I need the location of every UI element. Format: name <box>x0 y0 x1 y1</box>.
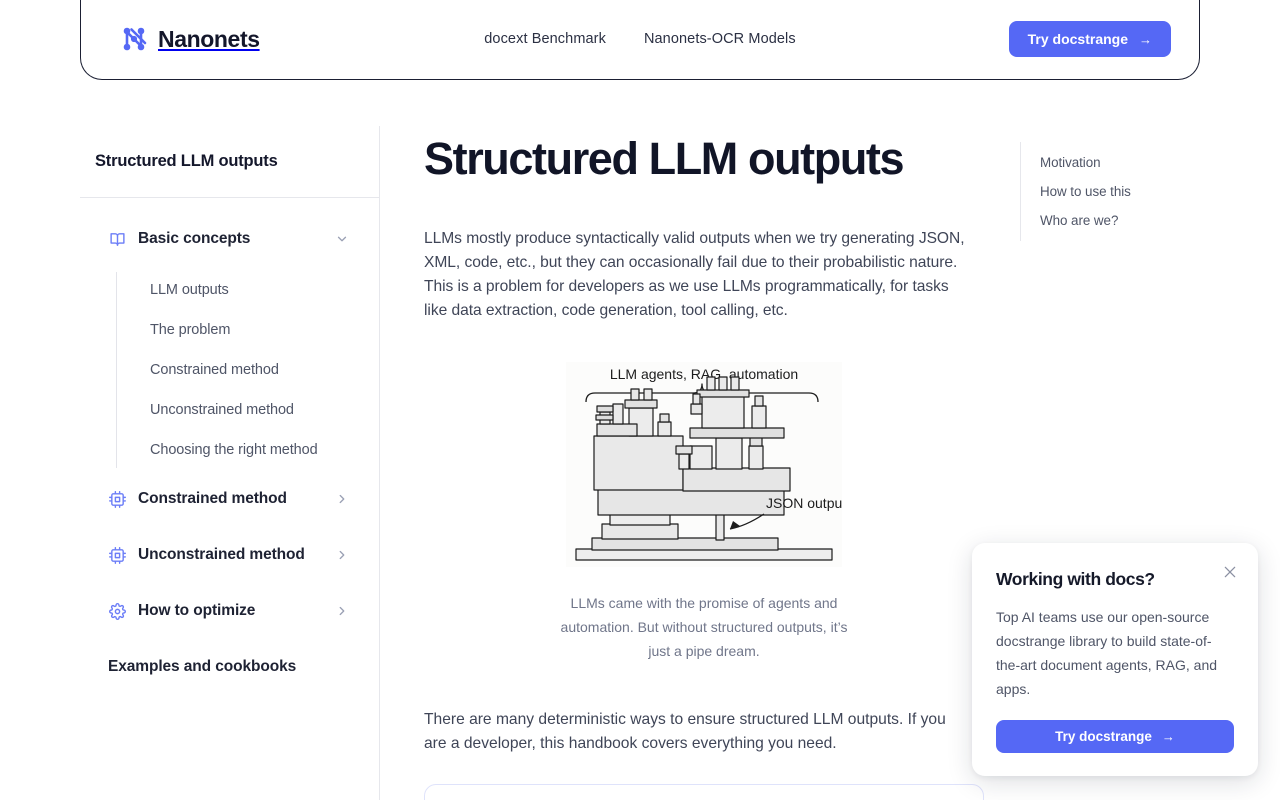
sidebar-item-examples-and-cookbooks[interactable]: Examples and cookbooks <box>108 658 297 675</box>
try-docstrange-button-label: Try docstrange <box>1027 31 1128 47</box>
chevron-right-icon[interactable] <box>335 548 349 562</box>
sidebar: Structured LLM outputs Basic concepts LL… <box>80 126 380 800</box>
popup-title: Working with docs? <box>996 569 1155 589</box>
nav-link-nanonets-ocr-models[interactable]: Nanonets-OCR Models <box>643 31 796 47</box>
info-card <box>424 783 984 800</box>
sidebar-group-basic-concepts[interactable]: Basic concepts <box>80 220 379 258</box>
toc-item-motivation[interactable]: Motivation <box>1040 155 1101 170</box>
page-title: Structured LLM outputs <box>424 133 905 184</box>
sidebar-group-label: Constrained method <box>138 490 287 507</box>
body-paragraph-2: There are many deterministic ways to ens… <box>424 710 946 752</box>
close-icon[interactable] <box>1220 562 1240 582</box>
intro-paragraph: LLMs mostly produce syntactically valid … <box>424 229 965 319</box>
sidebar-sublist-basic-concepts: LLM outputs The problem Constrained meth… <box>80 270 379 470</box>
main-content: Structured LLM outputs LLMs mostly produ… <box>380 126 1020 800</box>
arrow-right-icon: → <box>1139 31 1152 47</box>
llm-agents-stack-illustration: LLM agents, RAG, automation <box>566 361 842 567</box>
popup-try-docstrange-button[interactable]: Try docstrange → <box>996 720 1234 753</box>
svg-text:LLM agents, RAG, automation: LLM agents, RAG, automation <box>610 366 798 382</box>
nanonets-node-n-logo-icon <box>123 27 147 51</box>
sidebar-group-how-to-optimize[interactable]: How to optimize <box>80 592 379 630</box>
sidebar-group-constrained-method[interactable]: Constrained method <box>80 480 379 518</box>
chevron-right-icon[interactable] <box>335 604 349 618</box>
open-book-icon <box>108 230 126 248</box>
site-header: Nanonets docext Benchmark Nanonets-OCR M… <box>80 0 1200 80</box>
table-of-contents: Motivation How to use this Who are we? <box>1020 142 1220 241</box>
working-with-docs-popup: Working with docs? Top AI teams use our … <box>972 543 1258 776</box>
svg-text:JSON output: JSON output <box>766 495 842 511</box>
sidebar-item-the-problem[interactable]: The problem <box>150 322 231 338</box>
gear-icon <box>108 602 126 620</box>
chevron-right-icon[interactable] <box>335 492 349 506</box>
sidebar-group-label: How to optimize <box>138 602 256 619</box>
cpu-chip-icon <box>108 490 126 508</box>
cpu-chip-icon <box>108 546 126 564</box>
sidebar-title: Structured LLM outputs <box>95 152 278 170</box>
brand-name: Nanonets <box>158 25 260 52</box>
primary-nav: docext Benchmark Nanonets-OCR Models <box>81 31 1199 47</box>
sidebar-item-choosing-the-right-method[interactable]: Choosing the right method <box>150 442 318 458</box>
sidebar-group-label: Basic concepts <box>138 230 251 247</box>
sidebar-item-unconstrained-method[interactable]: Unconstrained method <box>150 402 294 418</box>
popup-button-label: Try docstrange <box>1055 729 1152 744</box>
try-docstrange-button[interactable]: Try docstrange → <box>1008 21 1171 57</box>
sidebar-item-constrained-method[interactable]: Constrained method <box>150 362 279 378</box>
toc-item-how-to-use-this[interactable]: How to use this <box>1040 184 1131 199</box>
toc-item-who-are-we[interactable]: Who are we? <box>1040 213 1119 228</box>
sidebar-group-unconstrained-method[interactable]: Unconstrained method <box>80 536 379 574</box>
nav-link-docext-benchmark[interactable]: docext Benchmark <box>484 31 606 47</box>
brand-logo-link[interactable]: Nanonets <box>121 25 260 53</box>
figure-structured-outputs: LLM agents, RAG, automation <box>424 361 984 663</box>
figure-caption: LLMs came with the promise of agents and… <box>560 594 848 659</box>
sidebar-item-llm-outputs[interactable]: LLM outputs <box>150 282 229 298</box>
arrow-right-icon: → <box>1161 729 1175 744</box>
sidebar-group-label: Unconstrained method <box>138 546 305 563</box>
popup-body-text: Top AI teams use our open-source docstra… <box>996 609 1218 697</box>
chevron-down-icon[interactable] <box>335 232 349 246</box>
sidebar-header: Structured LLM outputs <box>80 126 379 198</box>
